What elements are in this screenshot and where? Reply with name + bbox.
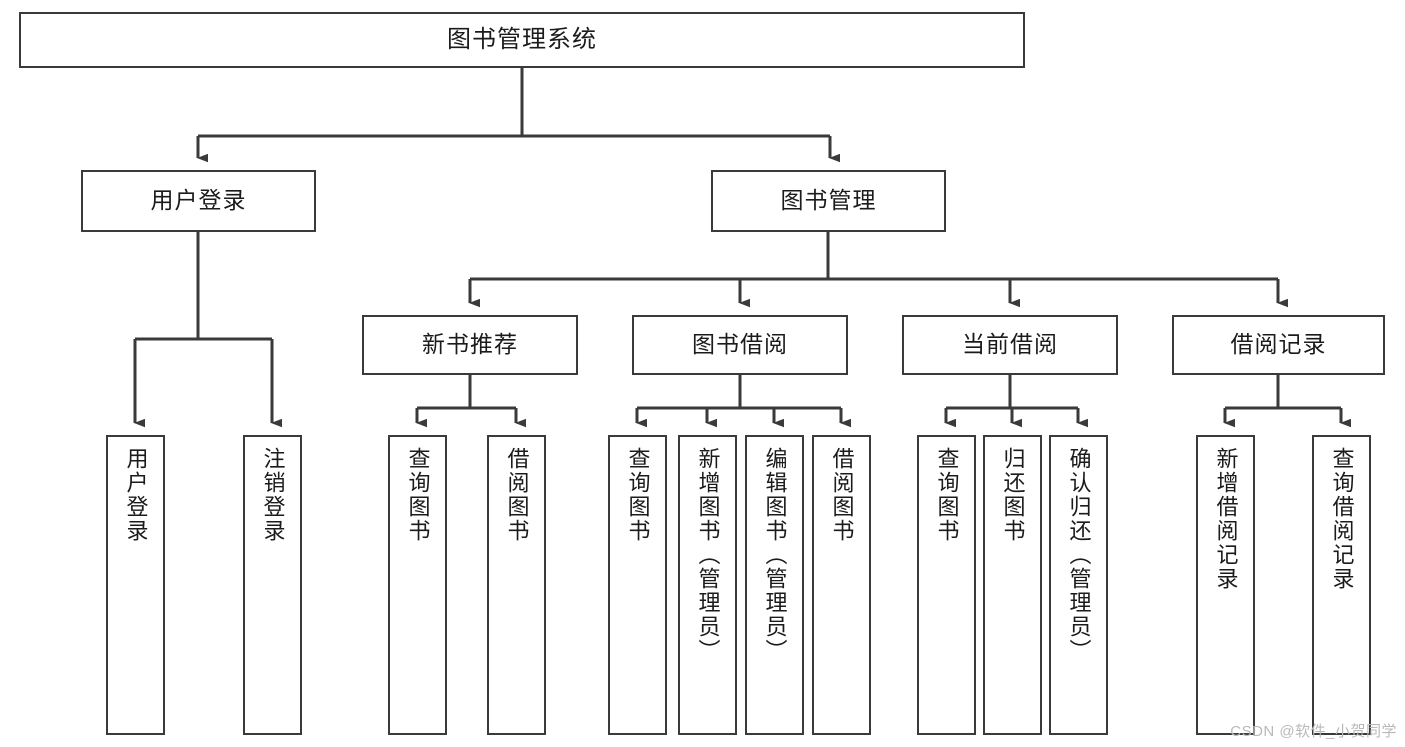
leaf-add-book-admin-label: 新增图书（管理员） <box>695 447 721 663</box>
leaf-query-book-recommend-label: 查询图书 <box>405 447 431 543</box>
leaf-add-book-admin[interactable]: 新增图书（管理员） <box>678 435 737 735</box>
leaf-borrow-book-label: 借阅图书 <box>829 447 855 543</box>
leaf-query-borrow-record-label: 查询借阅记录 <box>1329 447 1355 591</box>
node-book-borrow[interactable]: 图书借阅 <box>632 315 848 375</box>
leaf-borrow-book[interactable]: 借阅图书 <box>812 435 871 735</box>
leaf-borrow-book-recommend[interactable]: 借阅图书 <box>487 435 546 735</box>
leaf-add-borrow-record-label: 新增借阅记录 <box>1213 447 1239 591</box>
leaf-confirm-return-admin-label: 确认归还（管理员） <box>1066 447 1092 663</box>
leaf-query-book-current-label: 查询图书 <box>934 447 960 543</box>
leaf-user-logout[interactable]: 注销登录 <box>243 435 302 735</box>
node-current-borrow[interactable]: 当前借阅 <box>902 315 1118 375</box>
node-new-book-recommend-label: 新书推荐 <box>422 331 518 358</box>
csdn-watermark: CSDN @软件_小贺同学 <box>1230 723 1397 740</box>
leaf-edit-book-admin-label: 编辑图书（管理员） <box>762 447 788 663</box>
node-book-manage[interactable]: 图书管理 <box>711 170 946 232</box>
node-root-label: 图书管理系统 <box>447 25 597 53</box>
leaf-query-book-current[interactable]: 查询图书 <box>917 435 976 735</box>
leaf-edit-book-admin[interactable]: 编辑图书（管理员） <box>745 435 804 735</box>
node-borrow-record[interactable]: 借阅记录 <box>1172 315 1385 375</box>
node-new-book-recommend[interactable]: 新书推荐 <box>362 315 578 375</box>
leaf-query-book-recommend[interactable]: 查询图书 <box>388 435 447 735</box>
leaf-confirm-return-admin[interactable]: 确认归还（管理员） <box>1049 435 1108 735</box>
node-user-login[interactable]: 用户登录 <box>81 170 316 232</box>
leaf-query-borrow-record[interactable]: 查询借阅记录 <box>1312 435 1371 735</box>
leaf-user-login[interactable]: 用户登录 <box>106 435 165 735</box>
node-current-borrow-label: 当前借阅 <box>962 331 1058 358</box>
leaf-user-login-label: 用户登录 <box>123 447 149 543</box>
node-root[interactable]: 图书管理系统 <box>19 12 1025 68</box>
leaf-query-book-borrow-label: 查询图书 <box>625 447 651 543</box>
leaf-return-book[interactable]: 归还图书 <box>983 435 1042 735</box>
leaf-borrow-book-recommend-label: 借阅图书 <box>504 447 530 543</box>
node-book-borrow-label: 图书借阅 <box>692 331 788 358</box>
leaf-return-book-label: 归还图书 <box>1000 447 1026 543</box>
node-user-login-label: 用户登录 <box>150 187 247 214</box>
leaf-user-logout-label: 注销登录 <box>260 447 286 543</box>
node-book-manage-label: 图书管理 <box>780 187 877 214</box>
leaf-add-borrow-record[interactable]: 新增借阅记录 <box>1196 435 1255 735</box>
node-borrow-record-label: 借阅记录 <box>1230 331 1327 358</box>
leaf-query-book-borrow[interactable]: 查询图书 <box>608 435 667 735</box>
